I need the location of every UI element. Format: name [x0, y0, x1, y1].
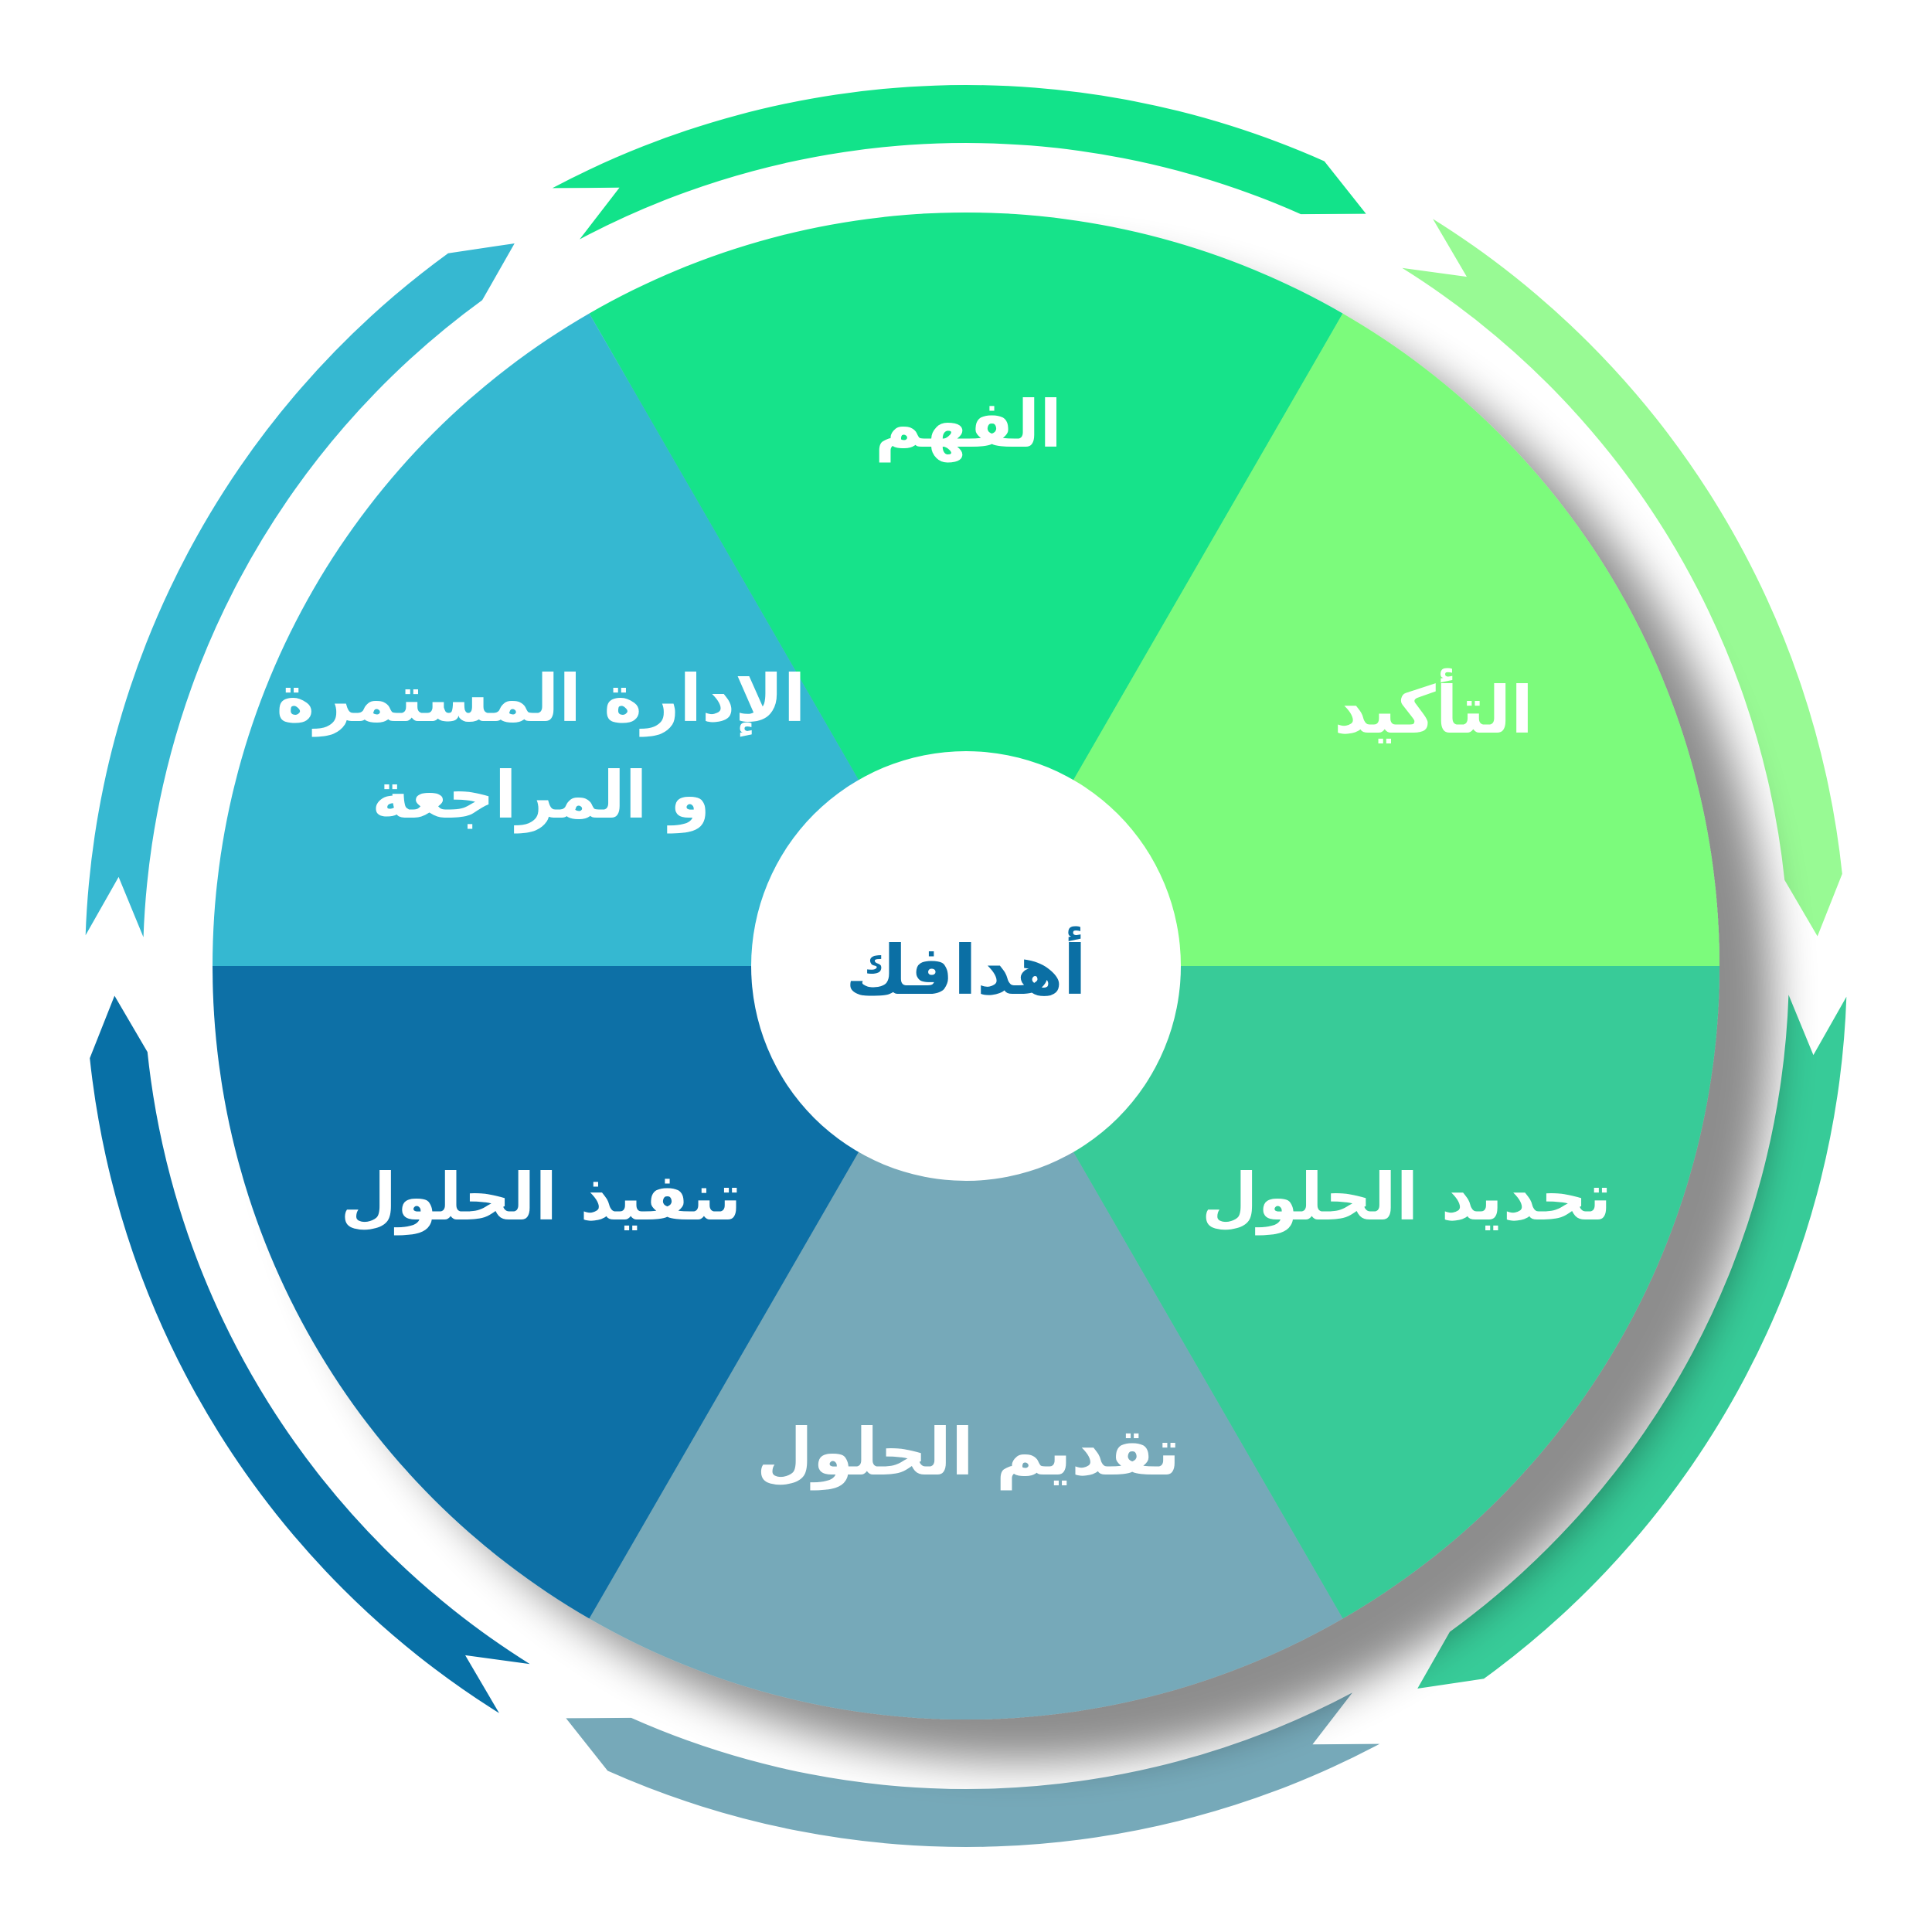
segment-wheel: [213, 212, 1719, 1720]
cycle-arrow-top-left: [85, 243, 515, 937]
cycle-arrow-bottom: [566, 1692, 1380, 1848]
segment-label-present-solutions: تقديم الحلول: [757, 1414, 1180, 1491]
segment-present-solutions: [589, 966, 1343, 1720]
segment-label-management-review-line2: و المراجعة: [372, 757, 710, 834]
center-label: أهدافك: [845, 926, 1087, 1010]
segment-label-identify-solutions: تحديد الحلول: [1202, 1159, 1612, 1236]
cycle-arrow-top: [552, 84, 1366, 240]
segment-label-understanding: الفهم: [875, 386, 1062, 463]
segment-labels: الفهم التأكيد تحديد الحلول تقديم الحلول …: [276, 386, 1611, 1491]
segment-management-review: [213, 313, 966, 967]
cycle-arrow-bottom-left: [90, 995, 530, 1713]
segment-label-confirmation: التأكيد: [1334, 668, 1533, 748]
segment-label-implement-solutions: تنفيذ الحلول: [340, 1159, 741, 1236]
cycle-arrow-top-right: [1402, 219, 1842, 937]
segment-understanding: [589, 212, 1343, 966]
segment-label-management-review-line1: الإدارة المستمرة: [276, 661, 805, 737]
cycle-arrow-bottom-right: [1417, 995, 1847, 1689]
cycle-arrows: [85, 84, 1847, 1848]
segment-identify-solutions: [966, 966, 1719, 1619]
segment-implement-solutions: [213, 966, 966, 1619]
segment-confirmation: [966, 313, 1719, 967]
center-circle: [751, 751, 1181, 1181]
